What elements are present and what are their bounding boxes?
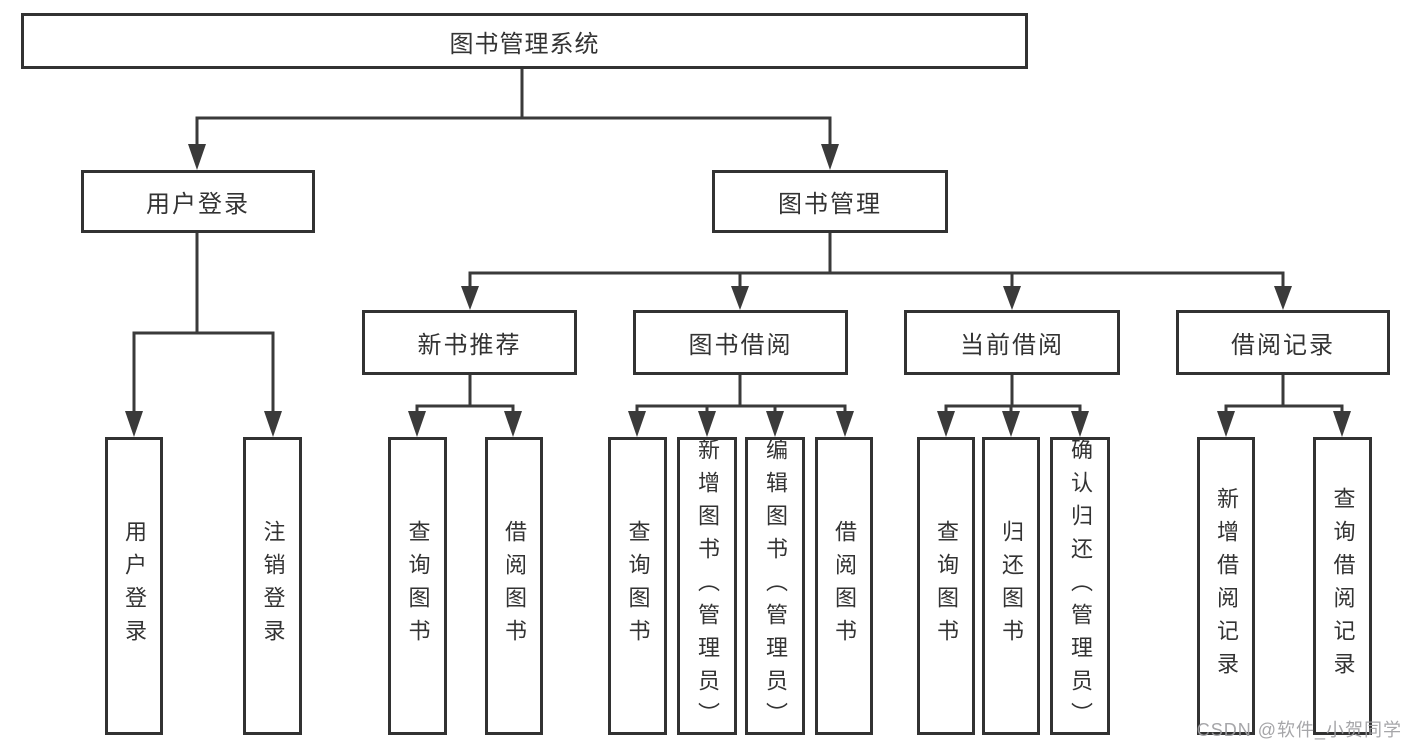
leaf-query-borrow-record-label: 查询借阅记录	[1330, 487, 1356, 685]
node-root-label: 图书管理系统	[449, 30, 600, 58]
node-new-book-recommend: 新书推荐	[362, 310, 577, 375]
node-user-login-label: 用户登录	[146, 191, 250, 218]
leaf-borrow-books-recommend-label: 借阅图书	[502, 520, 527, 652]
leaf-confirm-return-admin: 确认归还（管理员）	[1050, 437, 1110, 735]
arrowheads	[125, 144, 1351, 437]
node-book-management: 图书管理	[712, 170, 948, 233]
leaf-add-borrow-record: 新增借阅记录	[1197, 437, 1255, 735]
leaf-user-login-label: 用户登录	[122, 520, 147, 652]
node-book-management-label: 图书管理	[778, 191, 882, 218]
leaf-add-book-admin: 新增图书（管理员）	[677, 437, 737, 735]
leaf-logout-label: 注销登录	[260, 520, 286, 652]
leaf-add-borrow-record-label: 新增借阅记录	[1214, 487, 1239, 685]
leaf-query-books-recommend-label: 查询图书	[405, 520, 431, 652]
leaf-query-books-current: 查询图书	[917, 437, 975, 735]
leaf-query-books-borrow: 查询图书	[608, 437, 667, 735]
leaf-borrow-books: 借阅图书	[815, 437, 873, 735]
leaf-return-book: 归还图书	[982, 437, 1040, 735]
leaf-edit-book-admin-label: 编辑图书（管理员）	[763, 437, 788, 735]
leaf-query-books-current-label: 查询图书	[934, 520, 959, 652]
leaf-query-books-borrow-label: 查询图书	[625, 520, 651, 652]
leaf-edit-book-admin: 编辑图书（管理员）	[745, 437, 805, 735]
node-root: 图书管理系统	[21, 13, 1028, 69]
node-borrow-records: 借阅记录	[1176, 310, 1390, 375]
node-borrow-records-label: 借阅记录	[1231, 332, 1335, 359]
node-book-borrow: 图书借阅	[633, 310, 848, 375]
leaf-logout: 注销登录	[243, 437, 302, 735]
node-current-borrow-label: 当前借阅	[960, 332, 1064, 359]
leaf-query-borrow-record: 查询借阅记录	[1313, 437, 1372, 735]
leaf-user-login: 用户登录	[105, 437, 163, 735]
node-new-book-recommend-label: 新书推荐	[417, 332, 522, 359]
leaf-borrow-books-recommend: 借阅图书	[485, 437, 543, 735]
leaf-borrow-books-label: 借阅图书	[832, 520, 857, 652]
node-book-borrow-label: 图书借阅	[688, 332, 793, 359]
node-current-borrow: 当前借阅	[904, 310, 1120, 375]
watermark: CSDN @软件_小贺同学	[1196, 720, 1402, 740]
node-user-login: 用户登录	[81, 170, 315, 233]
leaf-query-books-recommend: 查询图书	[388, 437, 447, 735]
leaf-add-book-admin-label: 新增图书（管理员）	[695, 437, 720, 735]
leaf-confirm-return-admin-label: 确认归还（管理员）	[1068, 437, 1093, 735]
leaf-return-book-label: 归还图书	[999, 520, 1024, 652]
